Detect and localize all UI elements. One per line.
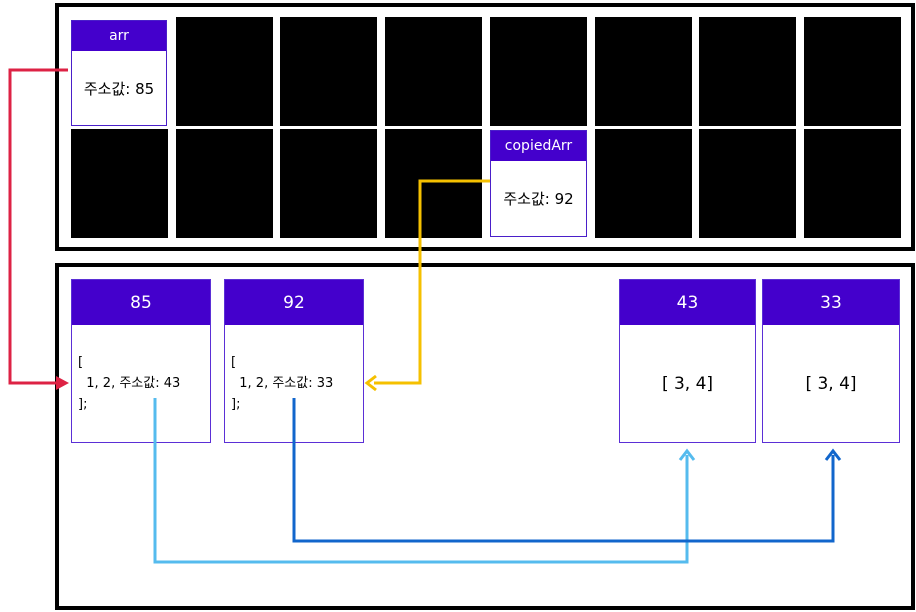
stack-cell: [699, 129, 796, 238]
stack-cell: [280, 17, 377, 126]
arrowhead-arr-to-85: [56, 376, 69, 390]
var-name-arr: arr: [72, 21, 166, 51]
arrowhead-92-to-33: [824, 448, 842, 461]
stack-cell: [595, 129, 692, 238]
stack-cell: [804, 129, 901, 238]
heap-address-33: 33: [763, 280, 899, 325]
heap-object-33: 33 [ 3, 4]: [762, 279, 900, 443]
stack-cell: [699, 17, 796, 126]
stack-cell: [385, 129, 482, 238]
heap-content-33: [ 3, 4]: [805, 373, 857, 394]
stack-cell: [280, 129, 377, 238]
arrowhead-copiedarr-to-92: [364, 374, 377, 392]
stack-cell: [176, 17, 273, 126]
var-name-copiedarr: copiedArr: [491, 131, 586, 161]
heap-object-85: 85 [ 1, 2, 주소값: 43];: [71, 279, 211, 443]
heap-content-43: [ 3, 4]: [661, 373, 714, 394]
heap-content-85: [ 1, 2, 주소값: 43];: [78, 355, 181, 412]
stack-cell: [804, 17, 901, 126]
arrow-85-to-43: [153, 398, 689, 564]
heap-content-92: [ 1, 2, 주소값: 33];: [231, 355, 334, 412]
arrow-92-to-33: [292, 398, 835, 543]
stack-cell: [176, 129, 273, 238]
stack-cell: [71, 129, 168, 238]
heap-address-85: 85: [72, 280, 210, 325]
var-value-arr: 주소값: 85: [83, 79, 155, 98]
heap-address-92: 92: [225, 280, 363, 325]
heap-object-43: 43 [ 3, 4]: [619, 279, 756, 443]
heap-object-92: 92 [ 1, 2, 주소값: 33];: [224, 279, 364, 443]
arrowhead-85-to-43: [678, 448, 696, 461]
stack-cell: [595, 17, 692, 126]
var-value-copiedarr: 주소값: 92: [503, 190, 574, 208]
arrow-arr-to-85: [8, 68, 68, 385]
stack-cell: [385, 17, 482, 126]
stack-cell: [490, 17, 587, 126]
stack-var-arr: arr 주소값: 85: [71, 20, 167, 126]
arrow-copiedarr-to-92: [374, 179, 490, 385]
stack-var-copiedarr: copiedArr 주소값: 92: [490, 130, 587, 237]
heap-address-43: 43: [620, 280, 755, 325]
